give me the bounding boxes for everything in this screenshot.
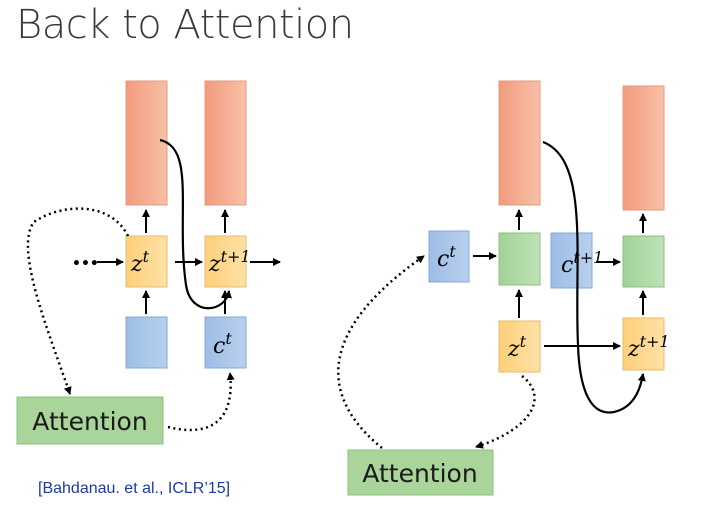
attention-box-left	[16, 396, 164, 445]
svg-text:ct: ct	[437, 242, 456, 272]
output-block-t	[125, 80, 168, 206]
context-block-ct1	[550, 232, 593, 289]
hidden-state-zt	[125, 235, 168, 288]
zt1-base: z	[208, 252, 221, 277]
hidden-state-zt1	[204, 235, 247, 288]
rnn-cell-t	[498, 232, 541, 286]
zt-base: z	[130, 252, 143, 277]
citation: [Bahdanau. et al., ICLR’15]	[38, 480, 231, 497]
dotted-context-arrow	[337, 254, 425, 449]
hidden-state-zt1	[622, 317, 665, 371]
hidden-state-zt	[498, 320, 541, 373]
svg-text:zt: zt	[507, 332, 527, 362]
zt-sup: t	[520, 332, 527, 351]
svg-text:ct: ct	[213, 329, 232, 359]
dotted-query-arrow	[26, 207, 130, 395]
slide-title: Back to Attention	[16, 2, 354, 48]
svg-text:zt: zt	[130, 247, 150, 277]
right-diagram: ct ct+1 zt zt+1 Attention	[337, 80, 670, 496]
ct-base: c	[213, 334, 225, 359]
ellipsis-label: •••	[72, 256, 99, 272]
context-block-ct	[428, 230, 470, 283]
ct1-sup: t+1	[573, 248, 603, 267]
ct-sup: t	[449, 242, 456, 261]
zt1-base: z	[627, 337, 640, 362]
zt-base: z	[507, 337, 520, 362]
attention-label-right: Attention	[362, 459, 477, 488]
context-block-ct	[204, 316, 247, 369]
dotted-context-arrow	[167, 372, 235, 432]
zt-sup: t	[143, 247, 150, 266]
output-block-t1	[204, 80, 247, 206]
input-block	[125, 316, 168, 369]
zt1-sup: t+1	[640, 332, 670, 351]
rnn-cell-t1	[622, 235, 665, 288]
ct1-base: c	[561, 253, 573, 278]
zt1-sup: t+1	[221, 247, 251, 266]
attention-box-right	[347, 449, 494, 496]
feedback-curve	[159, 138, 232, 310]
output-block-t	[498, 80, 541, 206]
svg-text:ct+1: ct+1	[561, 248, 603, 278]
left-diagram: ••• zt zt+1 ct Attention	[16, 80, 281, 445]
svg-text:zt+1: zt+1	[208, 247, 251, 277]
attention-label-left: Attention	[32, 407, 147, 436]
ct-sup: t	[225, 329, 232, 348]
dotted-query-arrow	[475, 375, 536, 449]
output-block-t1	[622, 85, 665, 211]
svg-text:zt+1: zt+1	[627, 332, 670, 362]
ct-base: c	[437, 247, 449, 272]
feedback-curve	[542, 140, 646, 414]
